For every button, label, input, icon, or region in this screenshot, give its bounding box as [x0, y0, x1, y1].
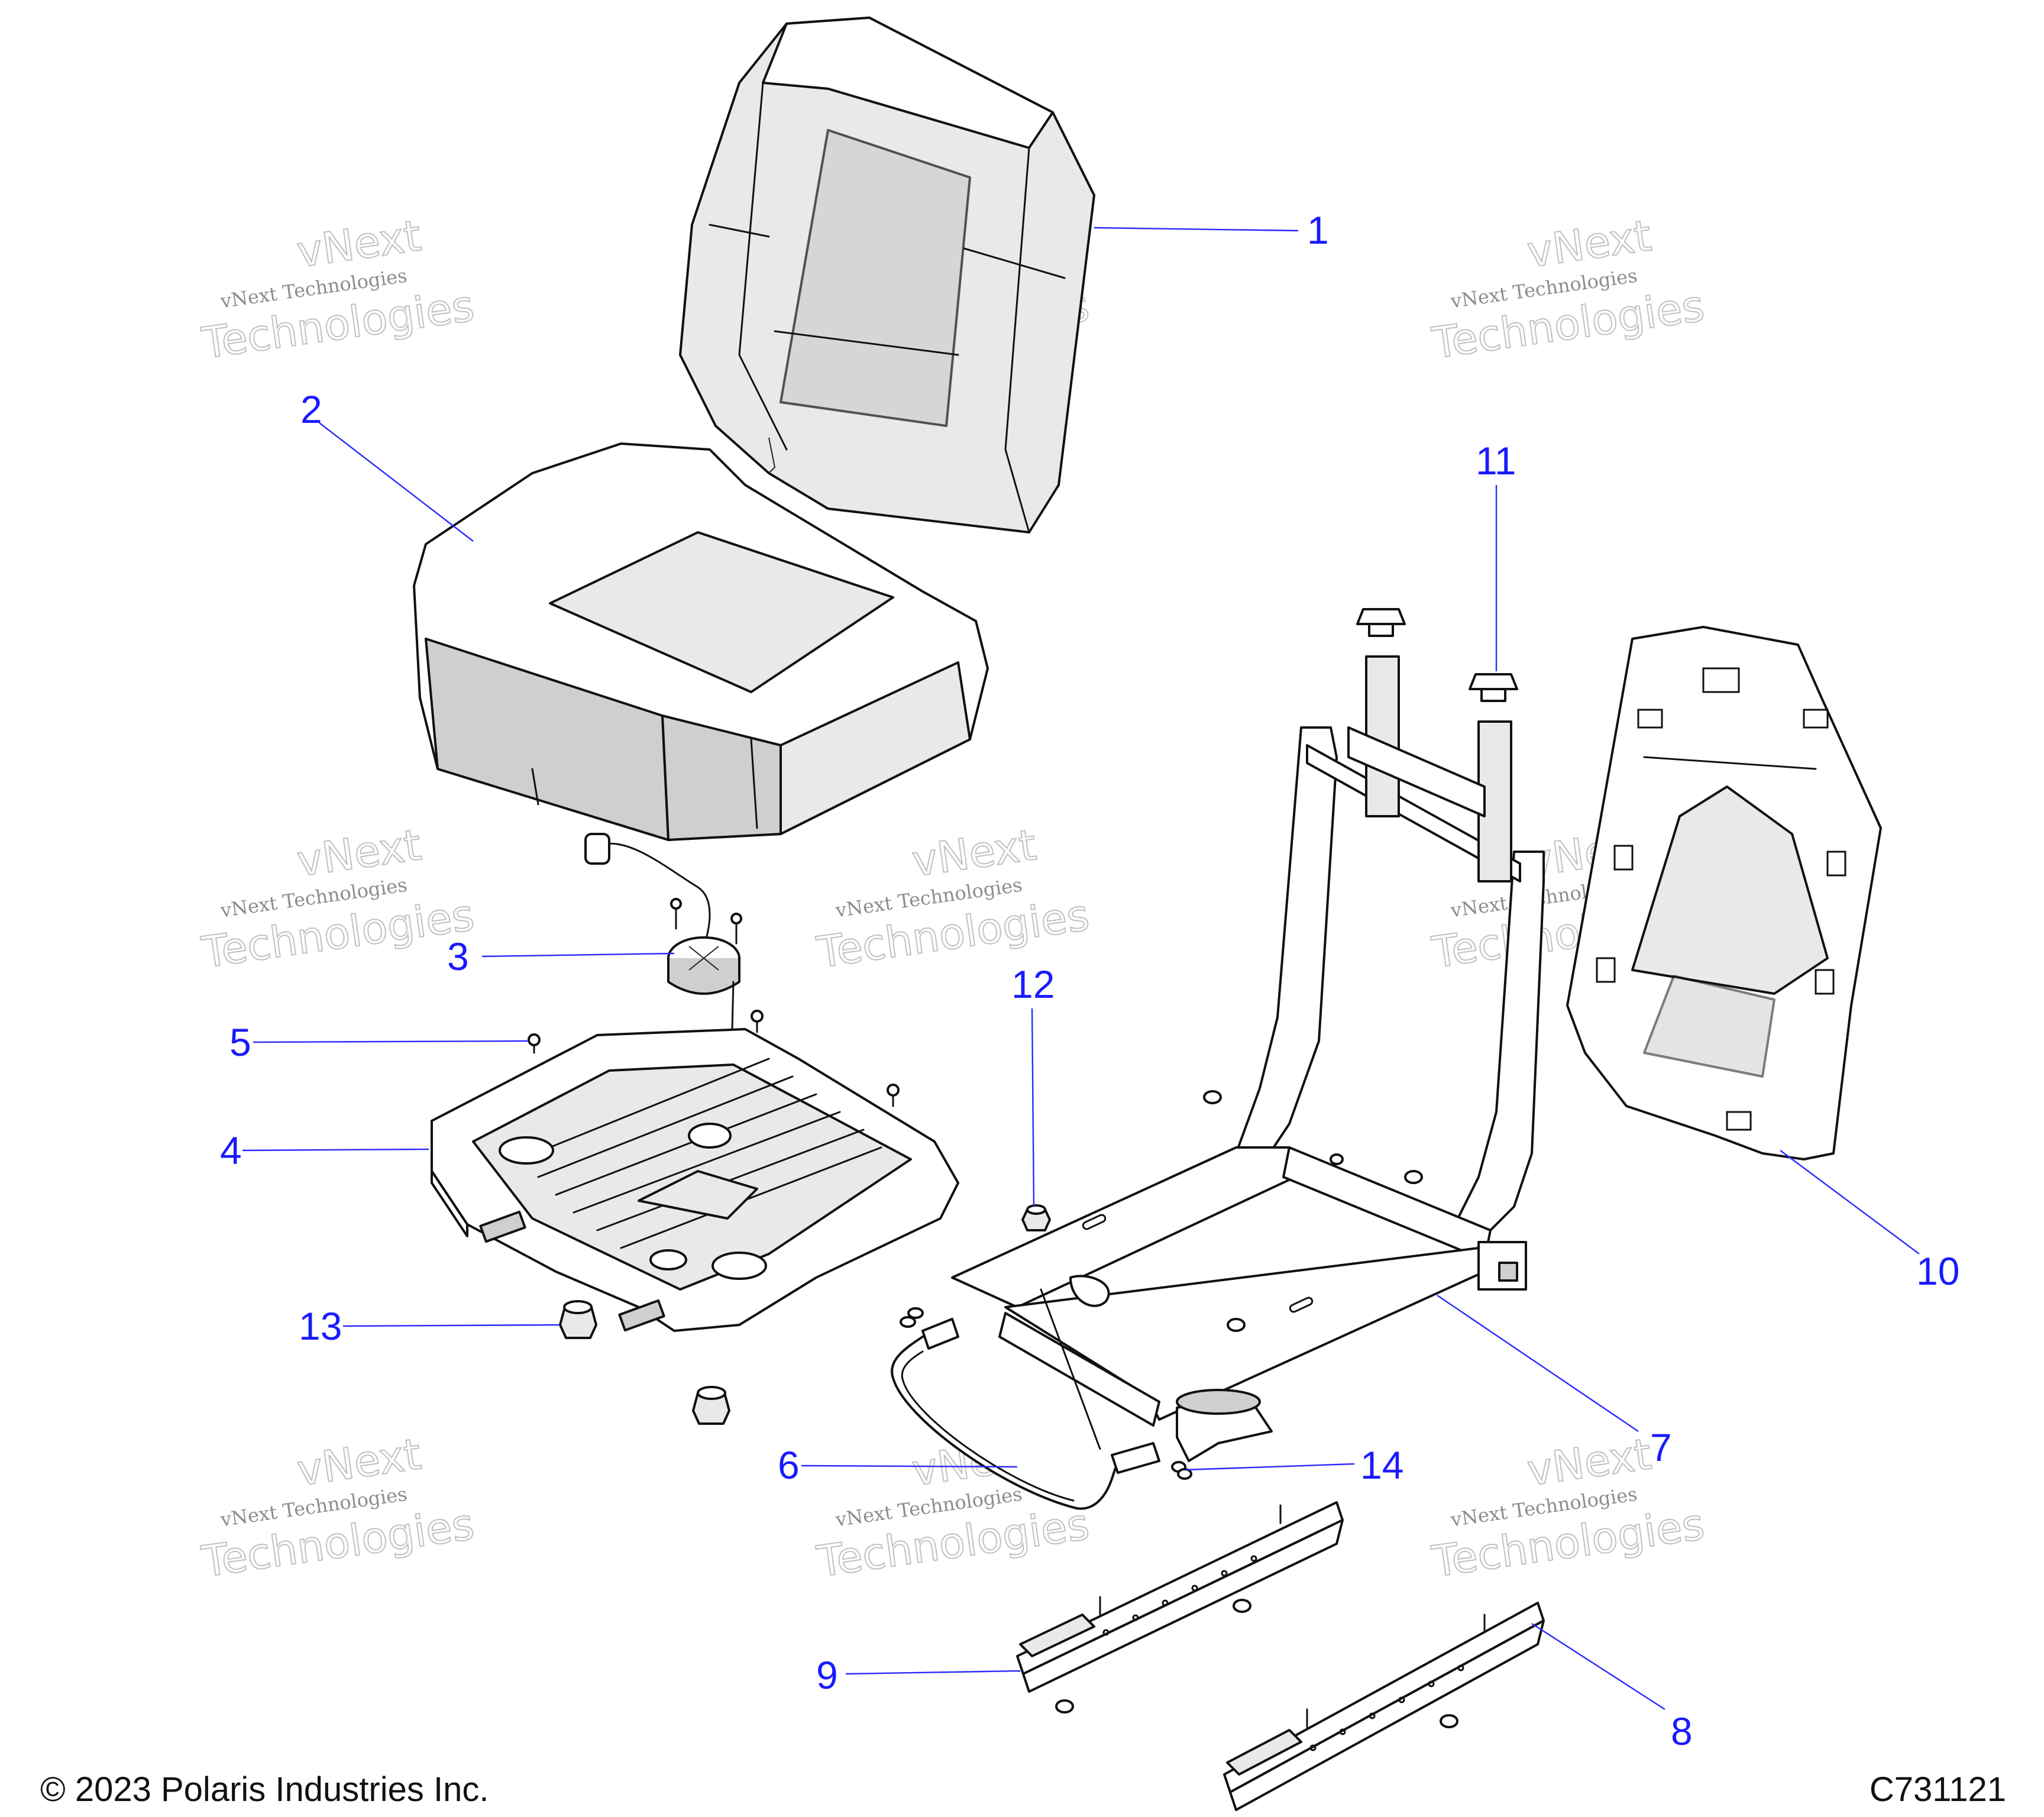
release-handle: [891, 1307, 1160, 1510]
copyright-text: © 2023 Polaris Industries Inc.: [40, 1770, 489, 1809]
callout-14: 14: [1360, 1443, 1403, 1487]
seat-base-pan: [431, 1028, 959, 1332]
leader-1: [1094, 227, 1299, 232]
fastener-14: [1171, 1461, 1192, 1480]
leader-14: [1185, 1463, 1355, 1471]
leader-6: [801, 1464, 1018, 1468]
leader-4: [242, 1148, 429, 1152]
callout-11: 11: [1476, 439, 1516, 483]
watermark: vNext vNext Technologies Technologies: [198, 819, 478, 978]
screw: [730, 913, 742, 945]
callout-1: 1: [1307, 208, 1329, 252]
watermark: vNext vNext Technologies Technologies: [198, 210, 478, 368]
watermark: vNext vNext Technologies Technologies: [1428, 210, 1708, 368]
leader-13: [342, 1324, 559, 1327]
seat-slide-rail-right: [1223, 1602, 1545, 1811]
flange-nut: [692, 1386, 730, 1425]
seat-frame: [951, 655, 1545, 1462]
callout-6: 6: [778, 1443, 800, 1487]
callout-5: 5: [229, 1020, 251, 1064]
seat-back-panel: [1566, 626, 1882, 1160]
leader-8: [1531, 1622, 1665, 1711]
screw: [887, 1084, 900, 1107]
callout-7: 7: [1650, 1425, 1672, 1469]
flange-nut-13: [559, 1300, 597, 1339]
seat-slide-rail-left: [1016, 1501, 1344, 1713]
nut-12: [1021, 1204, 1051, 1231]
leader-5: [253, 1040, 529, 1043]
leader-2: [319, 422, 474, 542]
callout-13: 13: [299, 1304, 342, 1348]
watermark: vNext vNext Technologies Technologies: [198, 1428, 478, 1587]
leader-10: [1780, 1150, 1920, 1255]
leader-3: [481, 952, 675, 958]
screw-5: [528, 1033, 541, 1054]
callout-8: 8: [1671, 1709, 1693, 1753]
callouts: 1 2 3 4 5 6 7 8 9 10 11 12 13 14: [220, 208, 1959, 1753]
watermark: vNext vNext Technologies Technologies: [813, 819, 1093, 978]
leader-7: [1437, 1295, 1639, 1432]
seat-switch-assembly: [584, 833, 742, 1172]
callout-9: 9: [816, 1653, 838, 1697]
post-cap: [1356, 608, 1406, 637]
leader-12: [1031, 1008, 1035, 1207]
screw: [751, 1010, 764, 1033]
callout-12: 12: [1011, 962, 1055, 1006]
callout-4: 4: [220, 1129, 242, 1172]
post-cap-11: [1469, 673, 1518, 702]
seat-back-cushion: [679, 17, 1095, 534]
screw: [670, 898, 682, 930]
seat-bottom-cushion: [413, 442, 989, 841]
diagram-code: C731121: [1870, 1770, 2006, 1809]
callout-3: 3: [447, 935, 469, 978]
leader-9: [845, 1670, 1021, 1675]
callout-2: 2: [300, 387, 322, 431]
callout-10: 10: [1916, 1249, 1959, 1293]
leader-lines: [242, 227, 1920, 1711]
